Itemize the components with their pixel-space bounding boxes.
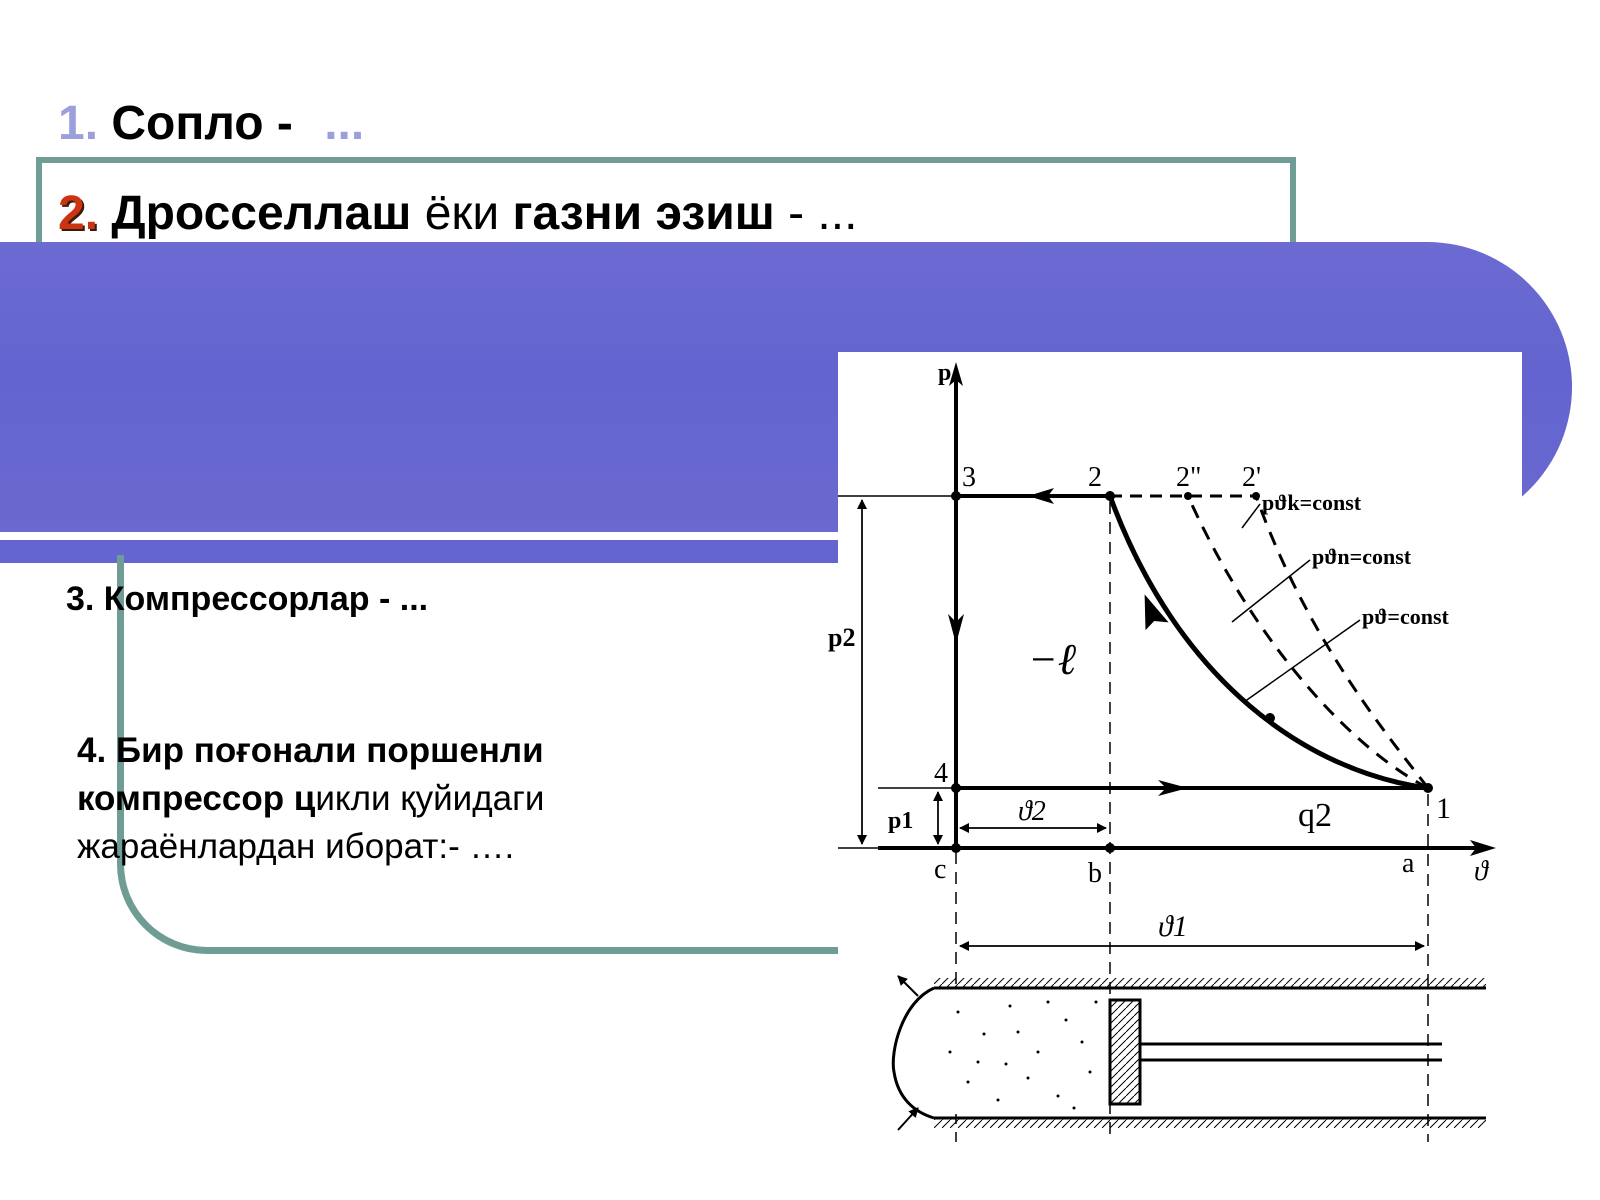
arrow-3-4 bbox=[948, 614, 964, 644]
curve-polytropic bbox=[1107, 495, 1429, 791]
frame-bottom-border bbox=[117, 555, 852, 954]
point-2pp bbox=[1184, 492, 1192, 500]
leader-k bbox=[1241, 503, 1261, 529]
arrow-3-2 bbox=[1028, 488, 1054, 504]
item-1-number: 1. bbox=[58, 97, 99, 150]
label-point-3: 3 bbox=[962, 462, 976, 493]
label-v2: ϑ2 bbox=[1018, 796, 1046, 827]
label-v1: ϑ1 bbox=[1158, 910, 1188, 943]
item-4-line-2-bold: компрессор ц bbox=[77, 779, 316, 818]
arrow-curve bbox=[1144, 594, 1169, 631]
item-2-term-1: Дросселлаш bbox=[111, 187, 412, 240]
item-1-title: Сопло - bbox=[111, 97, 293, 150]
label-point-4: 4 bbox=[934, 758, 948, 789]
leader-n bbox=[1231, 559, 1311, 623]
item-3-text: 3. Компрессорлар - ... bbox=[66, 580, 429, 618]
label-point-1: 1 bbox=[1436, 792, 1451, 825]
cylinder-drawing bbox=[891, 975, 1486, 1131]
point-2 bbox=[1105, 491, 1115, 501]
arrow-4-1 bbox=[1158, 780, 1188, 796]
point-1 bbox=[1423, 783, 1433, 793]
compressor-pv-diagram: p ϑ 3 2 2" 2' 4 1 c bbox=[828, 352, 1522, 1152]
label-point-c: c bbox=[934, 854, 946, 885]
label-q2: q2 bbox=[1298, 797, 1332, 834]
pv-diagram-svg: p ϑ 3 2 2" 2' 4 1 c bbox=[828, 360, 1496, 1142]
label-p1: p1 bbox=[888, 808, 913, 834]
suction-valve bbox=[897, 1107, 919, 1131]
label-point-2: 2 bbox=[1088, 462, 1102, 493]
item-1-dots: ... bbox=[324, 97, 365, 150]
discharge-valve bbox=[897, 975, 919, 997]
gas-dots bbox=[948, 1000, 1098, 1110]
item-1-heading: 1. Сопло - ... bbox=[58, 96, 364, 151]
piston bbox=[1108, 998, 1142, 1106]
axis-p-arrow bbox=[949, 362, 963, 386]
label-curve-iso: pϑ=const bbox=[1362, 604, 1450, 629]
label-point-2p: 2' bbox=[1242, 462, 1261, 493]
item-4-text: 4. Бир поғонали поршенли компрессор цикл… bbox=[77, 727, 777, 871]
frame-top-border bbox=[36, 157, 1296, 247]
item-2-term-2: газни эзиш bbox=[512, 187, 775, 240]
label-point-2pp: 2" bbox=[1176, 462, 1201, 493]
point-curve bbox=[1265, 713, 1275, 723]
curve-k bbox=[1254, 495, 1430, 789]
item-4-line-3: жараёнлардан иборат:- …. bbox=[77, 827, 515, 866]
label-point-b: b bbox=[1088, 858, 1102, 889]
cylinder-head bbox=[891, 986, 935, 1120]
item-2-number: 2. bbox=[58, 187, 99, 240]
item-4-line-1: 4. Бир поғонали поршенли bbox=[77, 731, 544, 770]
point-2p bbox=[1252, 492, 1260, 500]
leader-iso bbox=[1243, 619, 1361, 703]
label-curve-k: pϑk=const bbox=[1262, 490, 1362, 515]
item-4-line-2-rest: икли қуйидаги bbox=[315, 779, 545, 818]
band-strip bbox=[0, 540, 840, 563]
label-axis-p: p bbox=[938, 360, 951, 386]
curve-n bbox=[1186, 495, 1429, 790]
label-p2: p2 bbox=[828, 623, 855, 652]
band-divider bbox=[0, 534, 840, 540]
label-work: −ℓ bbox=[1028, 635, 1077, 684]
cylinder-wall-top-hatch bbox=[934, 978, 1486, 988]
item-2-mid: ёки bbox=[411, 187, 513, 240]
cylinder-wall-bottom-hatch bbox=[934, 1118, 1486, 1128]
gas-space bbox=[938, 992, 1106, 1114]
axis-v-arrow bbox=[1470, 840, 1496, 856]
item-2-tail: - ... bbox=[774, 187, 858, 240]
item-2-heading: 2. Дросселлаш ёки газни эзиш - ... bbox=[58, 186, 857, 241]
label-curve-n: pϑn=const bbox=[1312, 544, 1412, 569]
label-point-a: a bbox=[1402, 848, 1415, 879]
label-axis-v: ϑ bbox=[1474, 856, 1489, 887]
